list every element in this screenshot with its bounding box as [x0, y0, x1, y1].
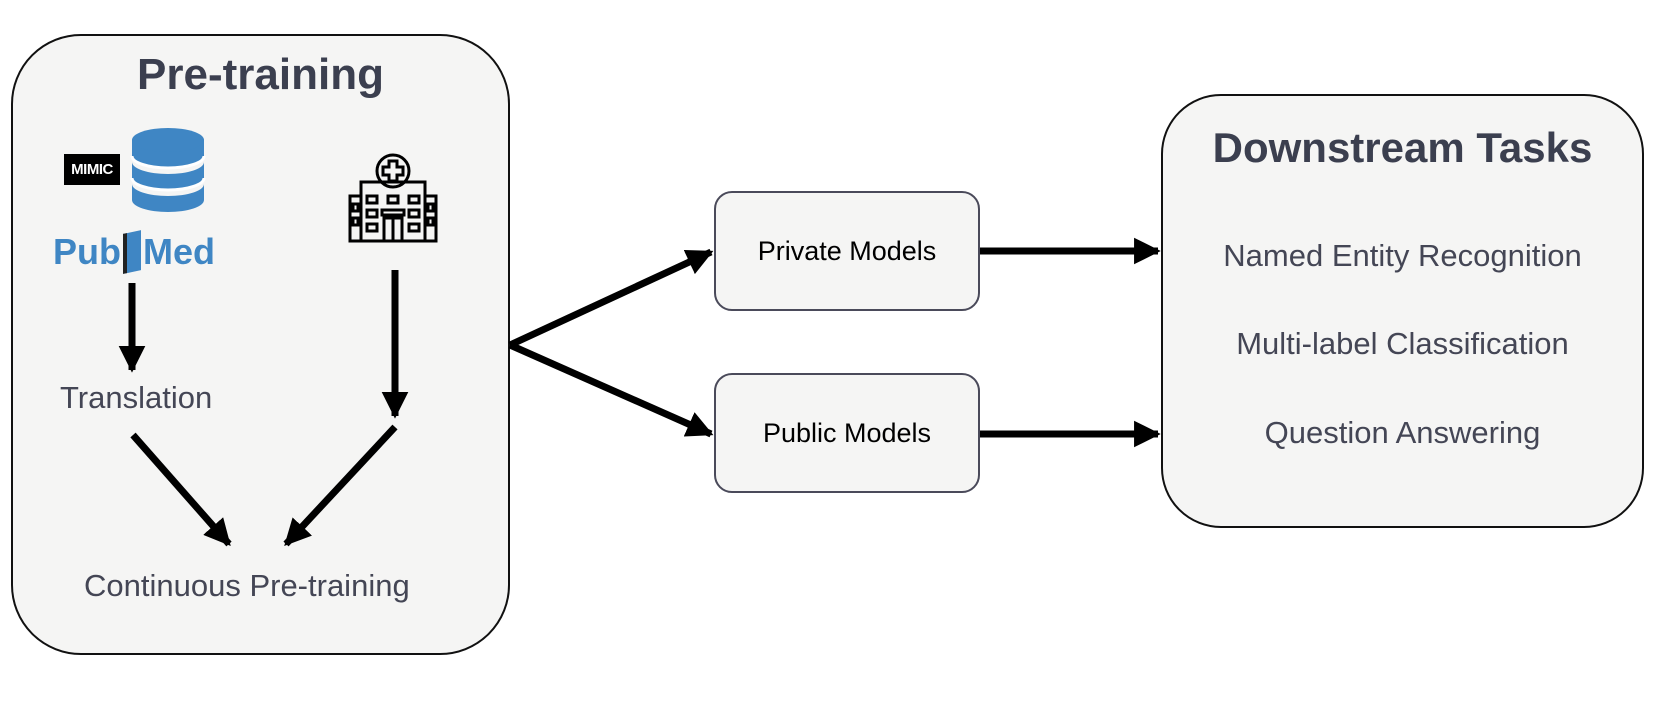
downstream-tasks-panel — [1161, 94, 1644, 528]
public-models-box: Public Models — [714, 373, 980, 493]
task-question-answering: Question Answering — [1264, 415, 1541, 450]
public-models-label: Public Models — [762, 417, 932, 448]
arrow-pretraining-to-public — [508, 341, 714, 438]
arrow-pretraining-to-private — [508, 248, 714, 349]
pubmed-logo-right: Med — [143, 231, 215, 272]
pretraining-panel — [11, 34, 510, 655]
hospital-icon — [348, 153, 438, 243]
task-named-entity-recognition: Named Entity Recognition — [1223, 238, 1582, 273]
translation-label: Translation — [60, 380, 213, 415]
pubmed-logo-left: Pub — [53, 231, 121, 272]
continuous-pretraining-label: Continuous Pre-training — [84, 568, 410, 603]
pubmed-logo: Pub Med — [53, 230, 215, 274]
private-models-label: Private Models — [757, 235, 937, 266]
pretraining-title: Pre-training — [137, 50, 384, 99]
arrow-hospital-data-to-continuous — [283, 424, 398, 547]
task-multi-label-classification: Multi-label Classification — [1236, 326, 1569, 361]
private-models-box: Private Models — [714, 191, 980, 311]
downstream-tasks-title: Downstream Tasks — [1212, 124, 1593, 171]
database-icon — [130, 128, 206, 212]
arrow-translation-to-continuous — [130, 432, 232, 547]
mimic-logo: MIMIC — [64, 154, 120, 185]
